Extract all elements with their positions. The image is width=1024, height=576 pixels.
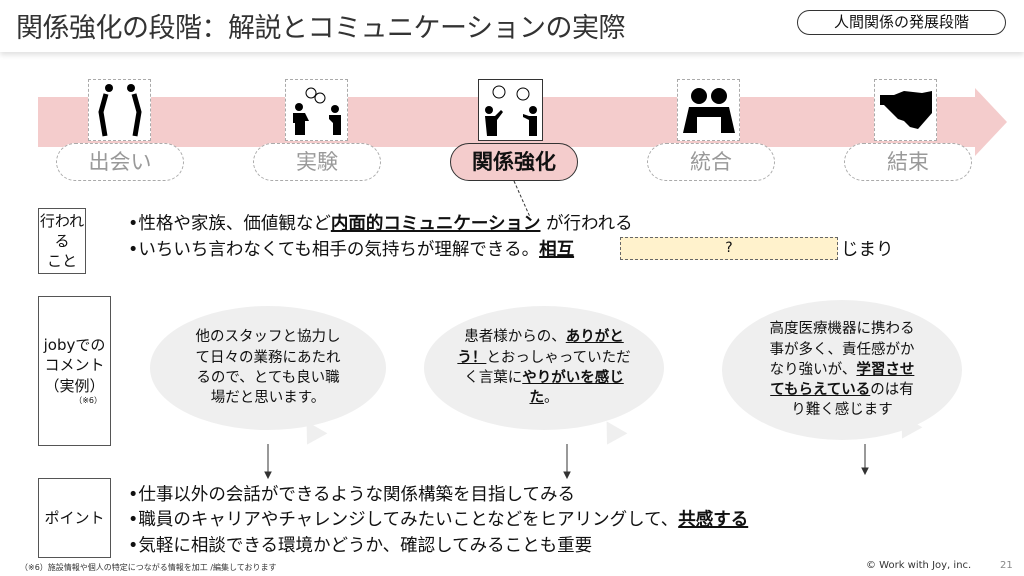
text: のは有り難く感じます [791, 382, 914, 419]
handshake-icon [874, 79, 937, 141]
comment-bubble: 他のスタッフと協力して日々の業務にあたれるので、とても良い職場だと思います。 [150, 306, 386, 430]
comment-text: 他のスタッフと協力して日々の業務にあたれるので、とても良い職場だと思います。 [195, 329, 341, 407]
point-bullet-1: •仕事以外の会話ができるような関係構築を目指してみる [128, 485, 575, 505]
header [0, 0, 1024, 52]
page-number: 21 [1000, 560, 1013, 571]
label-line: jobyでの [43, 336, 106, 355]
people-embracing-icon [677, 79, 740, 141]
emphasis: 学習させてもらえている [770, 361, 915, 399]
text: •性格や家族、価値観など [128, 214, 331, 234]
emphasis: 相互 [539, 240, 575, 260]
label-line: 行われる [39, 211, 85, 250]
text: が行われる [540, 214, 633, 234]
comment-bubble: 高度医療機器に携わる事が多く、責任感がかなり強いが、学習させてもらえているのは有… [722, 300, 962, 440]
copyright: © Work with Joy, inc. [866, 560, 972, 571]
comment-bubble: 患者様からの、ありがとう！とおっしゃっていただく言葉にやりがいを感じた。 [424, 306, 664, 430]
point-bullet-3: •気軽に相談できる環境かどうか、確認してみることも重要 [128, 536, 593, 556]
emphasis: 内面的コミュニケーション [330, 214, 541, 234]
emphasis: 共感する [678, 510, 749, 530]
done-label: 行われること [38, 208, 86, 274]
stage-integrating: 統合 [647, 143, 775, 181]
stage-experimenting: 実験 [253, 143, 381, 181]
section-badge: 人間関係の発展段階 [797, 10, 1006, 35]
page-title: 関係強化の段階：解説とコミュニケーションの実際 [16, 13, 625, 44]
text: とおっしゃっていただく言葉に [464, 349, 631, 386]
done-bullet-2: •いちいち言わなくても相手の気持ちが理解できる。相互 [128, 236, 574, 261]
label-line: コメント [44, 356, 105, 375]
label-line: こと [46, 252, 77, 271]
point-bullet-2: •職員のキャリアやチャレンジしてみたいことなどをヒアリングして、共感する [128, 506, 748, 531]
label-line: （実例） [44, 376, 105, 395]
emphasis: やりがいを感じた [522, 370, 624, 407]
footnote: （※6）施設情報や個人の特定につながる情報を加工 /編集しております [20, 563, 277, 572]
down-arrows [264, 444, 869, 480]
stage-bonding: 結束 [844, 143, 972, 181]
people-chatting-icon [285, 79, 348, 141]
comments-label: jobyでのコメント（実例）（※6） [38, 296, 111, 446]
emphasis: ありがとう！ [457, 329, 624, 366]
text: •職員のキャリアやチャレンジしてみたいことなどをヒアリングして、 [128, 510, 679, 530]
done-bullet-2-ending: じまり [841, 240, 894, 260]
text: •いちいち言わなくても相手の気持ちが理解できる。 [128, 240, 540, 260]
points-label: ポイント [38, 478, 111, 558]
arrow-head [975, 88, 1007, 156]
done-bullet-1: •性格や家族、価値観など内面的コミュニケーション が行われる [128, 210, 633, 235]
text: 患者様からの、 [464, 329, 566, 346]
text: 高度医療機器に携わる事が多く、責任感がかなり強いが、 [769, 321, 915, 378]
text: 。 [544, 390, 559, 407]
stage-meeting: 出会い [56, 143, 184, 181]
connector-line [513, 181, 531, 218]
people-talking-icon [478, 79, 543, 141]
hidden-answer-box[interactable]: ? [620, 237, 838, 260]
bowing-people-icon [88, 79, 151, 141]
stage-intensifying: 関係強化 [450, 143, 578, 181]
note: （※6） [74, 395, 102, 405]
